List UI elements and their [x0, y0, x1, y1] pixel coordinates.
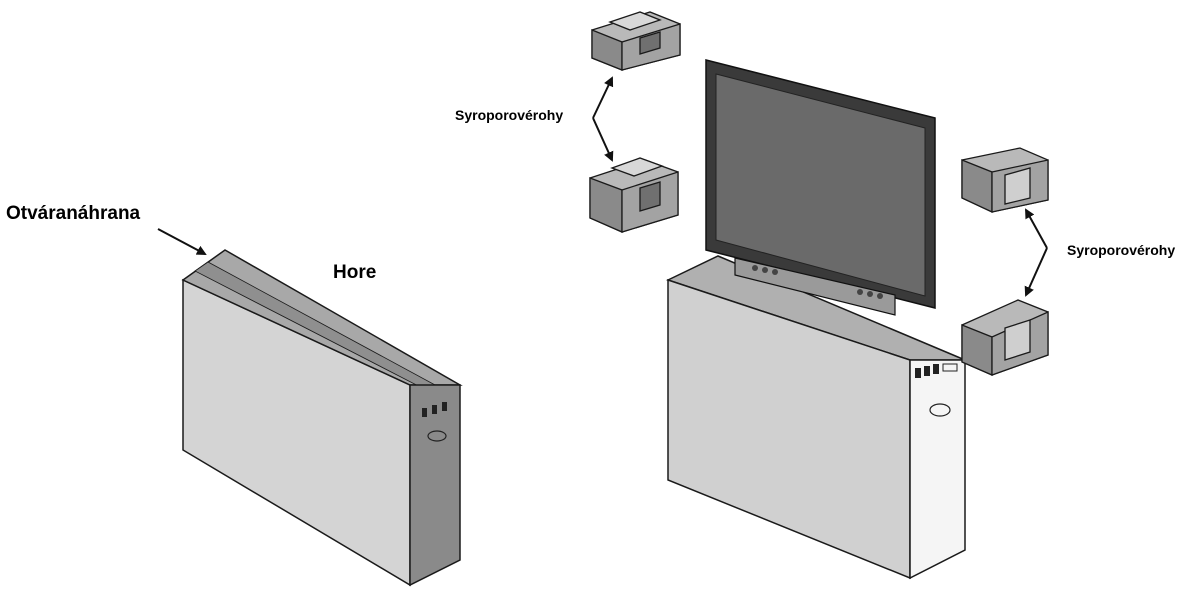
foam-piece-top-left-upper [591, 11, 681, 71]
closed-carton [181, 249, 463, 587]
monitor-screen [715, 73, 926, 297]
opening-edge-arrow [157, 228, 207, 255]
foam-piece-top-left-lower [589, 157, 679, 233]
foam-left-arrows [592, 76, 614, 162]
top-side-label: Hore [333, 262, 377, 283]
open-carton-side-face [909, 359, 966, 580]
opening-edge-label: Otváranáhrana [6, 203, 141, 224]
open-carton-label-symbols [915, 363, 958, 378]
open-carton-walls [667, 278, 966, 580]
foam-upper-label: Syroporovérohy [455, 107, 564, 123]
foam-right-label: Syroporovérohy [1067, 242, 1176, 258]
carton-handling-symbols [422, 402, 447, 417]
carton-side-face [409, 384, 461, 587]
open-carton-hand-hole [929, 403, 951, 417]
carton-hand-hole [427, 430, 447, 442]
monitor [705, 59, 936, 316]
foam-piece-right-lower [961, 299, 1049, 376]
foam-right-arrows [1024, 208, 1048, 297]
monitor-stand-buttons [752, 265, 883, 299]
foam-piece-right-upper [961, 147, 1049, 214]
